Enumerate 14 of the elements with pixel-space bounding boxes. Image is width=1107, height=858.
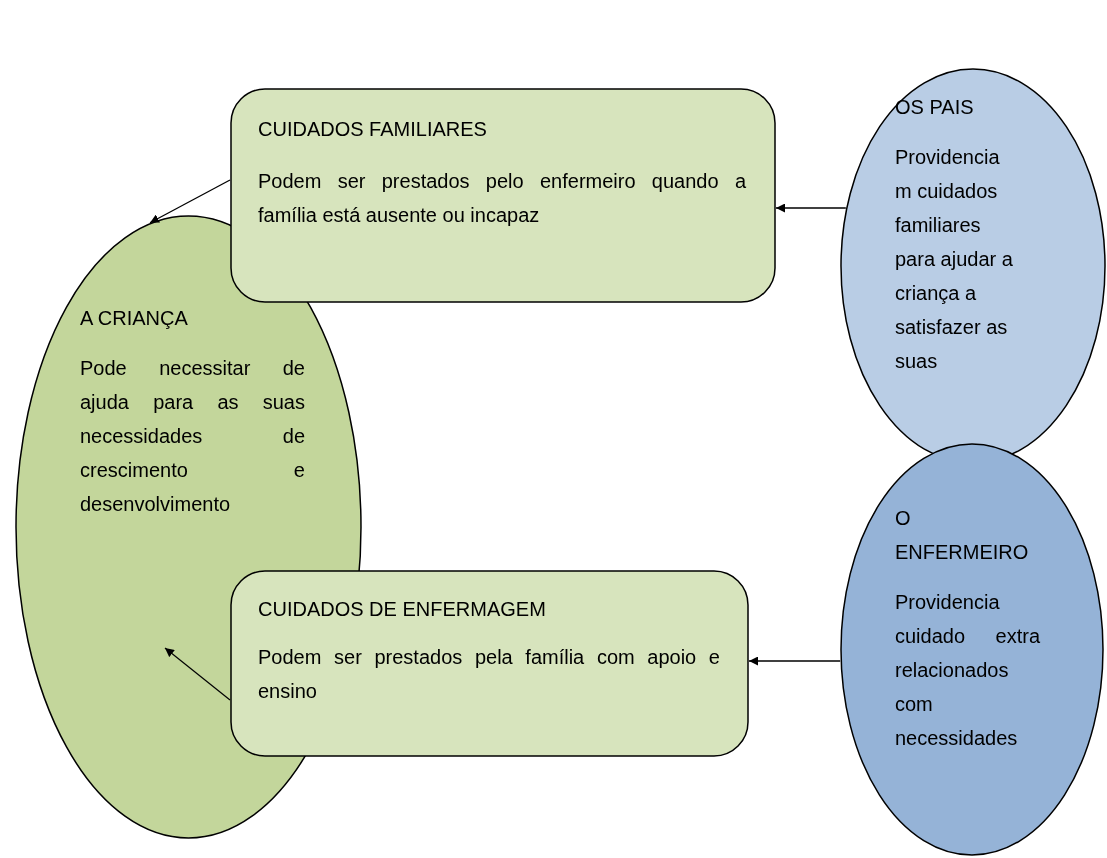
- box-heading: CUIDADOS DE ENFERMAGEM: [258, 597, 547, 622]
- arrow: [775, 203, 847, 213]
- arrow: [149, 179, 231, 224]
- arrow: [164, 647, 231, 701]
- ellipse-heading: A CRIANÇA: [80, 306, 189, 331]
- ellipse-text: Pode necessitar de ajuda para as suas necessidades de crescimento e desenvolvimento: [80, 356, 305, 517]
- box-text: Podem ser prestados pelo enfermeiro quando a família está ausente ou incapaz: [258, 169, 746, 228]
- ellipse-text: Providencia m cuidados familiares para ajudar a criança a satisfazer as suas: [895, 145, 1014, 374]
- arrow: [748, 656, 841, 666]
- ellipse-heading: OS PAIS: [895, 95, 975, 120]
- box-text: Podem ser prestados pela família com apoio e ensino: [258, 645, 720, 704]
- ellipse-heading: O ENFERMEIRO: [895, 506, 1030, 565]
- ellipse-text: Providencia cuidado extra relacionados com necessidades: [895, 590, 1040, 751]
- box-heading: CUIDADOS FAMILIARES: [258, 117, 488, 142]
